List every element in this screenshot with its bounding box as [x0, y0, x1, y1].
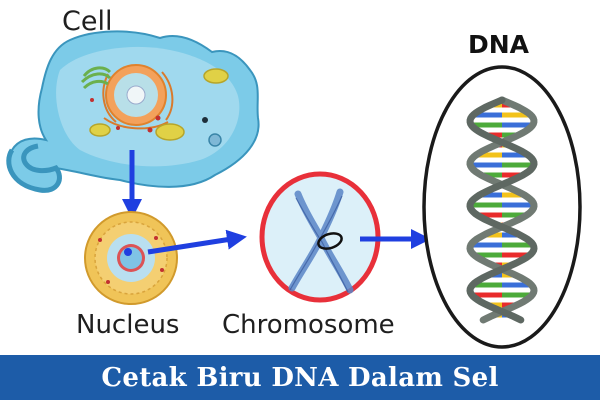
chromosome-icon: [259, 171, 381, 303]
arrow-nucleus-to-chromosome: [147, 229, 247, 255]
dna-backbone-strand: [466, 96, 538, 324]
dna-helix-icon: [422, 65, 582, 349]
golgi-icon: [80, 66, 112, 90]
label-dna: DNA: [468, 30, 530, 59]
cell-icon: [6, 30, 260, 193]
label-nucleus: Nucleus: [76, 310, 180, 340]
mitochondrion-icon: [203, 68, 229, 84]
label-chromosome: Chromosome: [222, 310, 395, 340]
vacuole-icon: [208, 133, 222, 147]
banner-title: Cetak Biru DNA Dalam Sel: [101, 362, 499, 393]
mitochondrion-icon: [89, 123, 111, 137]
vesicle-icon: [202, 117, 208, 123]
cell-to-dna-diagram: [6, 30, 582, 349]
ribosome-dots: [90, 98, 161, 133]
nucleus-icon: [84, 211, 178, 305]
dna-backbone-strand: [466, 96, 538, 324]
label-cell: Cell: [62, 6, 113, 37]
mitochondrion-icon: [155, 123, 185, 141]
title-banner: Cetak Biru DNA Dalam Sel: [0, 355, 600, 400]
chromosome-zoom-marker: [317, 232, 343, 250]
